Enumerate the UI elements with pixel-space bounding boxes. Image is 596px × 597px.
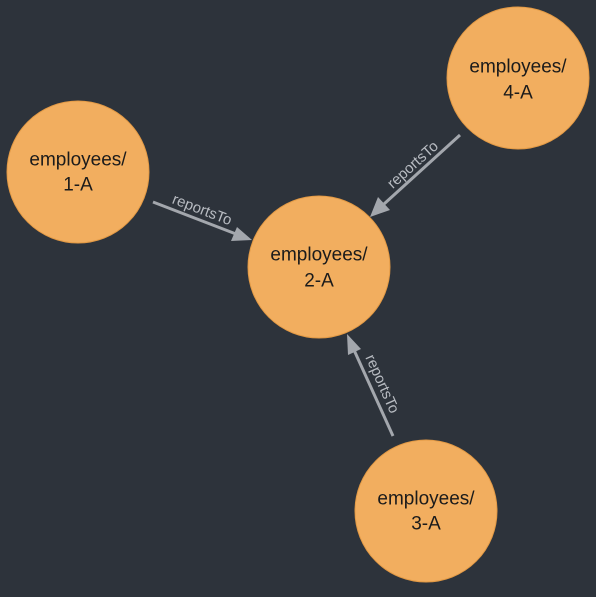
edge-line <box>152 200 237 236</box>
edge-line <box>382 133 462 206</box>
node-label-line2: 3-A <box>411 514 441 535</box>
node-label-line2: 2-A <box>304 271 334 292</box>
arrowhead-icon <box>347 334 361 355</box>
node-circle[interactable] <box>247 195 391 339</box>
node-employee-3a[interactable]: employees/ 3-A <box>354 439 498 583</box>
node-circle[interactable] <box>446 6 590 150</box>
edge-line <box>352 349 395 437</box>
node-label-line1: employees/ <box>29 150 127 171</box>
node-label-line2: 4-A <box>503 83 533 104</box>
node-employee-1a[interactable]: employees/ 1-A <box>6 100 150 244</box>
node-label-line1: employees/ <box>270 245 368 266</box>
arrowhead-icon <box>231 227 252 241</box>
edge-1a-2a[interactable]: reportsTo <box>152 191 252 241</box>
edge-label: reportsTo <box>384 138 442 192</box>
edge-4a-2a[interactable]: reportsTo <box>370 133 462 217</box>
node-circle[interactable] <box>6 100 150 244</box>
node-label-line2: 1-A <box>63 175 93 196</box>
node-employee-4a[interactable]: employees/ 4-A <box>446 6 590 150</box>
node-circle[interactable] <box>354 439 498 583</box>
edge-3a-2a[interactable]: reportsTo <box>347 334 403 437</box>
node-label-line1: employees/ <box>377 489 475 510</box>
edge-label: reportsTo <box>170 191 234 229</box>
node-label-line1: employees/ <box>469 57 567 78</box>
edge-label: reportsTo <box>362 352 403 416</box>
arrowhead-icon <box>370 197 390 217</box>
node-employee-2a[interactable]: employees/ 2-A <box>247 195 391 339</box>
